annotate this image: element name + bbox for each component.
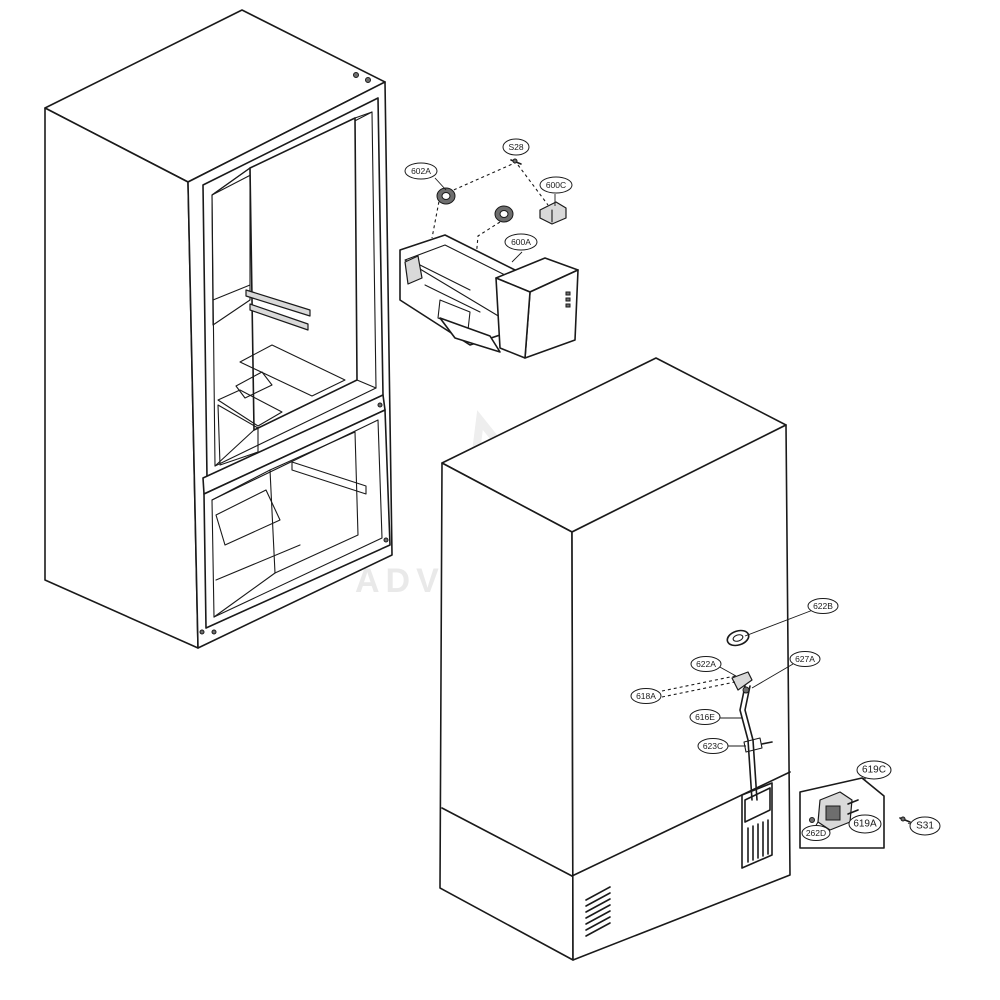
screw-icon: [211, 629, 217, 635]
floor-pan-back: [239, 344, 346, 397]
screw-icon: [353, 72, 359, 78]
callout-s28-label: S28: [508, 142, 523, 152]
front-cabinet: [44, 9, 393, 649]
clip-627a-icon: [742, 686, 750, 694]
callout-262d-label: 262D: [806, 828, 826, 838]
water-valve-icon: [811, 791, 859, 833]
bracket-600c-icon: [539, 201, 567, 225]
callout-622b[interactable]: 622B: [807, 598, 839, 614]
ice-maker-ejector: [439, 317, 501, 353]
ice-maker-assembly: [399, 158, 579, 359]
callout-619c-label: 619C: [862, 765, 886, 776]
callout-600c-label: 600C: [546, 180, 566, 190]
rear-cabinet: [439, 357, 791, 961]
callout-602a-label: 602A: [411, 166, 431, 176]
screw-icon: [199, 629, 205, 635]
screw-icon: [377, 402, 383, 408]
fitting-622a-icon: [731, 671, 753, 691]
callout-627a[interactable]: 627A: [789, 651, 821, 667]
grommet-622b-icon: [726, 629, 750, 647]
callout-619c[interactable]: 619C: [856, 760, 892, 780]
callout-622b-label: 622B: [813, 601, 833, 611]
callout-618a-label: 618A: [636, 691, 656, 701]
callout-600c[interactable]: 600C: [539, 176, 573, 194]
callout-s31-label: S31: [916, 821, 934, 832]
control-box-front: [495, 277, 531, 359]
callout-627a-label: 627A: [795, 654, 815, 664]
leader-lines: [434, 177, 913, 826]
screw-icon: [365, 77, 371, 83]
shelf-rail-lower: [249, 303, 309, 331]
callout-602a[interactable]: 602A: [404, 162, 438, 180]
rear-cabinet-back: [571, 424, 791, 961]
callout-623c-label: 623C: [703, 741, 723, 751]
grommet-right-icon: [494, 205, 514, 223]
shelf-rail-upper: [245, 289, 311, 317]
callout-s28[interactable]: S28: [502, 138, 530, 156]
grommet-left-icon: [436, 187, 456, 205]
screw-s31-icon: [899, 816, 911, 823]
lower-opening: [203, 409, 391, 629]
callout-623c[interactable]: 623C: [697, 738, 729, 754]
callout-619a-label: 619A: [853, 819, 877, 830]
screw-icon: [383, 537, 389, 543]
callout-262d[interactable]: 262D: [801, 825, 831, 841]
callout-622a-label: 622A: [696, 659, 716, 669]
floor-pan-front: [217, 389, 283, 427]
upper-back-wall: [249, 117, 358, 431]
screw-262d-icon: [809, 817, 815, 823]
rear-grille-icon: [741, 782, 773, 869]
callout-600a[interactable]: 600A: [504, 233, 538, 251]
callout-s31[interactable]: S31: [909, 816, 941, 836]
clamp-623c-icon: [743, 737, 763, 753]
screw-s28-icon: [510, 158, 522, 165]
rear-cabinet-side: [439, 462, 574, 961]
lower-back-wall: [269, 431, 359, 574]
callout-622a[interactable]: 622A: [690, 656, 722, 672]
lower-rail: [291, 461, 367, 495]
side-vent-icon: [585, 886, 611, 937]
callout-619a[interactable]: 619A: [848, 814, 882, 834]
callout-600a-label: 600A: [511, 237, 531, 247]
callout-616e[interactable]: 616E: [689, 709, 721, 725]
callout-618a[interactable]: 618A: [630, 688, 662, 704]
callout-616e-label: 616E: [695, 712, 715, 722]
water-tube: [739, 685, 753, 801]
cabinet-side: [44, 107, 199, 649]
